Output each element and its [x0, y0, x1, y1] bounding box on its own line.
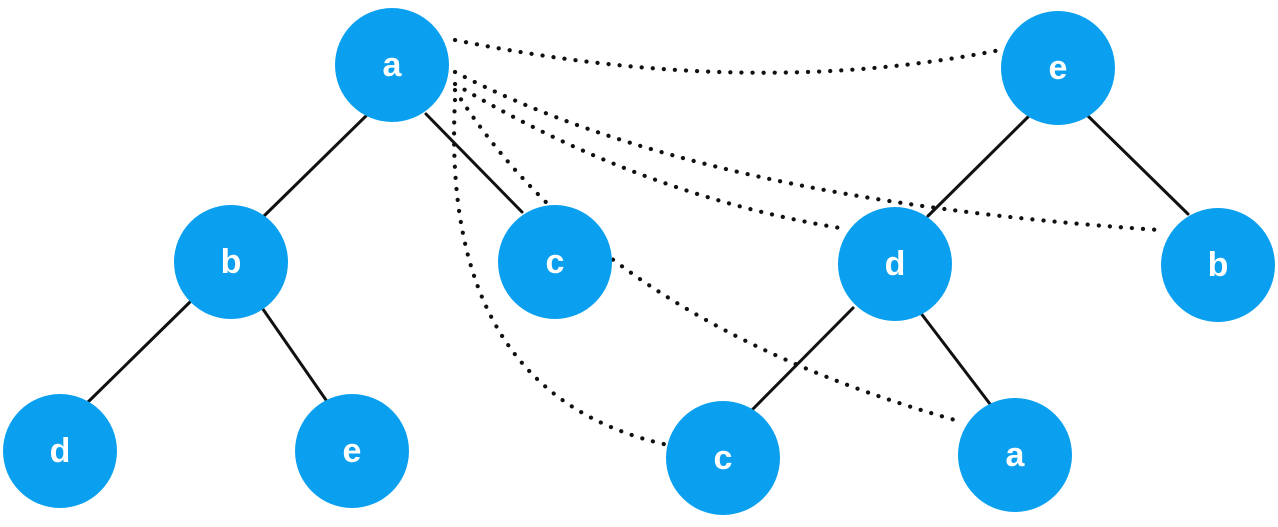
mapping-a-to-e [452, 37, 1003, 75]
node-label: d [885, 245, 906, 283]
node-left-d: d [3, 394, 117, 508]
node-left-a: a [335, 8, 449, 122]
node-label: c [714, 439, 733, 477]
tree-edges [84, 110, 1190, 412]
mapping-lines [452, 37, 1163, 448]
edge-a-c [424, 112, 524, 214]
edge-d-a [918, 310, 992, 406]
node-right-c: c [666, 401, 780, 515]
mapping-a-to-c [452, 97, 671, 448]
node-label: c [546, 243, 565, 281]
node-right-b: b [1161, 208, 1275, 322]
node-left-c: c [498, 205, 612, 319]
node-label: a [1006, 436, 1026, 474]
mapping-a-to-a [452, 87, 958, 423]
tree-nodes: a b c d e e d b [3, 8, 1275, 515]
edge-b-d [84, 300, 192, 406]
node-label: b [1208, 246, 1229, 284]
edge-d-c [750, 306, 855, 412]
node-left-e: e [295, 394, 409, 508]
edge-e-b [1086, 114, 1190, 216]
edge-a-b [262, 112, 370, 218]
node-label: b [221, 243, 242, 281]
node-right-d: d [838, 207, 952, 321]
edge-e-d [926, 110, 1035, 218]
node-left-b: b [174, 205, 288, 319]
mapping-a-to-d [452, 81, 843, 231]
node-label: e [343, 432, 362, 470]
node-label: d [50, 432, 71, 470]
node-right-e: e [1001, 11, 1115, 125]
edge-b-e [256, 300, 328, 402]
node-label: e [1049, 49, 1068, 87]
mapping-a-to-b [452, 69, 1163, 233]
node-right-a: a [958, 398, 1072, 512]
node-label: a [383, 46, 403, 84]
